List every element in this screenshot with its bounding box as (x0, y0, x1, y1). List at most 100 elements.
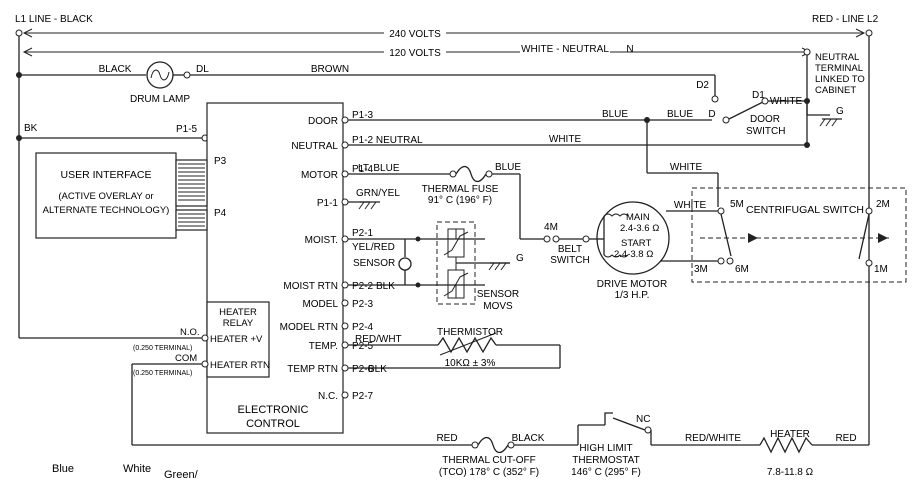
sensor-blk: BLK (376, 281, 395, 292)
relay-label-2: RELAY (223, 318, 254, 329)
high-limit-2: THERMOSTAT (572, 455, 639, 466)
grn-yel-label: GRN/YEL (356, 188, 400, 199)
p4-label: P4 (214, 208, 227, 219)
neutral-terminal-3: LINKED TO (815, 74, 865, 85)
l1-line-label: L1 LINE - BLACK (15, 14, 93, 25)
pin-p24: P2-4 (352, 322, 374, 333)
legend-green: Green/ (164, 469, 199, 480)
pin-p26: P2-6 (352, 364, 374, 375)
5m-label: 5M (730, 199, 744, 210)
120v-label: 120 VOLTS (389, 48, 441, 59)
pin-p23: P2-3 (352, 299, 374, 310)
d-label: D (708, 109, 715, 120)
main-label: MAIN (626, 212, 650, 223)
ctl-label-model-rtn: MODEL RTN (280, 322, 338, 333)
tco-icon (477, 436, 509, 454)
sensor-movs-2: MOVS (483, 301, 513, 312)
high-limit-3: 146° C (295° F) (571, 467, 641, 478)
white-door-label: WHITE (770, 96, 803, 107)
no-terminal-label: (0.250 TERMINAL) (133, 345, 192, 352)
door-switch-2: SWITCH (746, 126, 785, 137)
heater-ohms: 7.8-11.8 Ω (767, 467, 814, 478)
start-winding (603, 254, 629, 258)
high-limit-thermostat (604, 412, 613, 425)
blk-temp-label: BLK (368, 364, 387, 375)
ctl-label-model: MODEL (302, 299, 338, 310)
ctl-label-moist-rtn: MOIST RTN (283, 281, 338, 292)
sensor-icon (398, 257, 412, 271)
white-motor-label: WHITE (674, 200, 707, 211)
pin-p12: P1-2 NEUTRAL (352, 135, 423, 146)
pin-p22: P2-2 (352, 281, 374, 292)
high-limit-1: HIGH LIMIT (579, 443, 632, 454)
thermal-fuse-icon (455, 165, 487, 183)
heater-rtn-label: HEATER RTN (210, 360, 270, 371)
l2-line-label: RED - LINE L2 (812, 14, 879, 25)
red-white-label: RED/WHITE (685, 433, 741, 444)
d1-label: D1 (752, 90, 765, 101)
drive-motor (596, 201, 670, 275)
red-heater-label: RED (835, 433, 856, 444)
user-interface (35, 152, 177, 239)
p15-label: P1-5 (176, 124, 198, 135)
black-tco-label: BLACK (512, 433, 545, 444)
drive-motor-label: DRIVE MOTOR (597, 279, 667, 290)
door-switch-1: DOOR (750, 114, 780, 125)
centrifugal-switch-box (691, 187, 907, 283)
heater-relay (206, 301, 270, 378)
com-terminal-label: (0.250 TERMINAL) (133, 370, 192, 377)
ctl-label-motor: MOTOR (301, 170, 338, 181)
p3-label: P3 (214, 156, 227, 167)
main-winding (603, 213, 629, 217)
thermal-fuse-label: THERMAL FUSE (422, 184, 499, 195)
ctl-label-temp-rtn: TEMP RTN (287, 364, 338, 375)
l1-terminal (15, 29, 23, 37)
ui-title: USER INTERFACE (60, 169, 151, 181)
centrifugal-label: CENTRIFUGAL SWITCH (746, 204, 864, 216)
black-wire-label: BLACK (99, 64, 132, 75)
pin-p21: P2-1 (352, 228, 374, 239)
control-title-1: ELECTRONIC (238, 404, 309, 416)
ui-sub-1: (ACTIVE OVERLAY or (58, 191, 153, 202)
electronic-control (206, 102, 344, 434)
neutral-terminal (803, 48, 811, 56)
p4-connector (175, 209, 208, 231)
n-label: N (626, 44, 633, 55)
sensor-label: SENSOR (353, 258, 395, 269)
2m-label: 2M (876, 199, 890, 210)
p3-ribbon (178, 163, 205, 201)
centrifugal-blade-1 (720, 213, 732, 257)
thermal-fuse-temp: 91° C (196° F) (428, 195, 492, 206)
ctl-label-moist: MOIST. (305, 235, 338, 246)
g-door: G (836, 106, 844, 117)
ctl-label-p11: P1-1 (317, 198, 339, 209)
neutral-terminal-2: TERMINAL (815, 63, 863, 74)
l2-terminal (865, 29, 873, 37)
heater-label: HEATER (770, 429, 810, 440)
tco-temp: (TCO) 178° C (352° F) (439, 467, 539, 478)
blue-fuse-label: BLUE (495, 162, 521, 173)
no-label: N.O. (180, 327, 200, 338)
3m-label: 3M (694, 264, 708, 275)
sensor-movs-box (436, 221, 476, 305)
bk-label: BK (24, 123, 38, 134)
neutral-terminal-4: CABINET (815, 85, 856, 96)
blue-wire-2: BLUE (667, 109, 693, 120)
main-ohms: 2.4-3.6 Ω (620, 223, 659, 234)
control-title-2: CONTROL (246, 418, 300, 430)
tco-label: THERMAL CUT-OFF (442, 455, 536, 466)
relay-label-1: HEATER (219, 307, 257, 318)
door-switch-blade (728, 100, 766, 120)
240v-label: 240 VOLTS (389, 29, 441, 40)
red-tco-label: RED (436, 433, 457, 444)
white-neutral-label: WHITE - NEUTRAL (521, 44, 609, 55)
pin-p13: P1-3 (352, 110, 374, 121)
drive-motor-hp: 1/3 H.P. (615, 290, 650, 301)
control-pin-labels: DOOR NEUTRAL MOTOR P1-1 MOIST. MOIST RTN… (280, 116, 339, 402)
nc-label: NC (636, 414, 650, 425)
thermistor-label: THERMISTOR (437, 327, 503, 338)
pin-p14: P1-4 (352, 164, 374, 175)
4m-label: 4M (544, 222, 558, 233)
heater-v-label: HEATER +V (210, 334, 263, 345)
